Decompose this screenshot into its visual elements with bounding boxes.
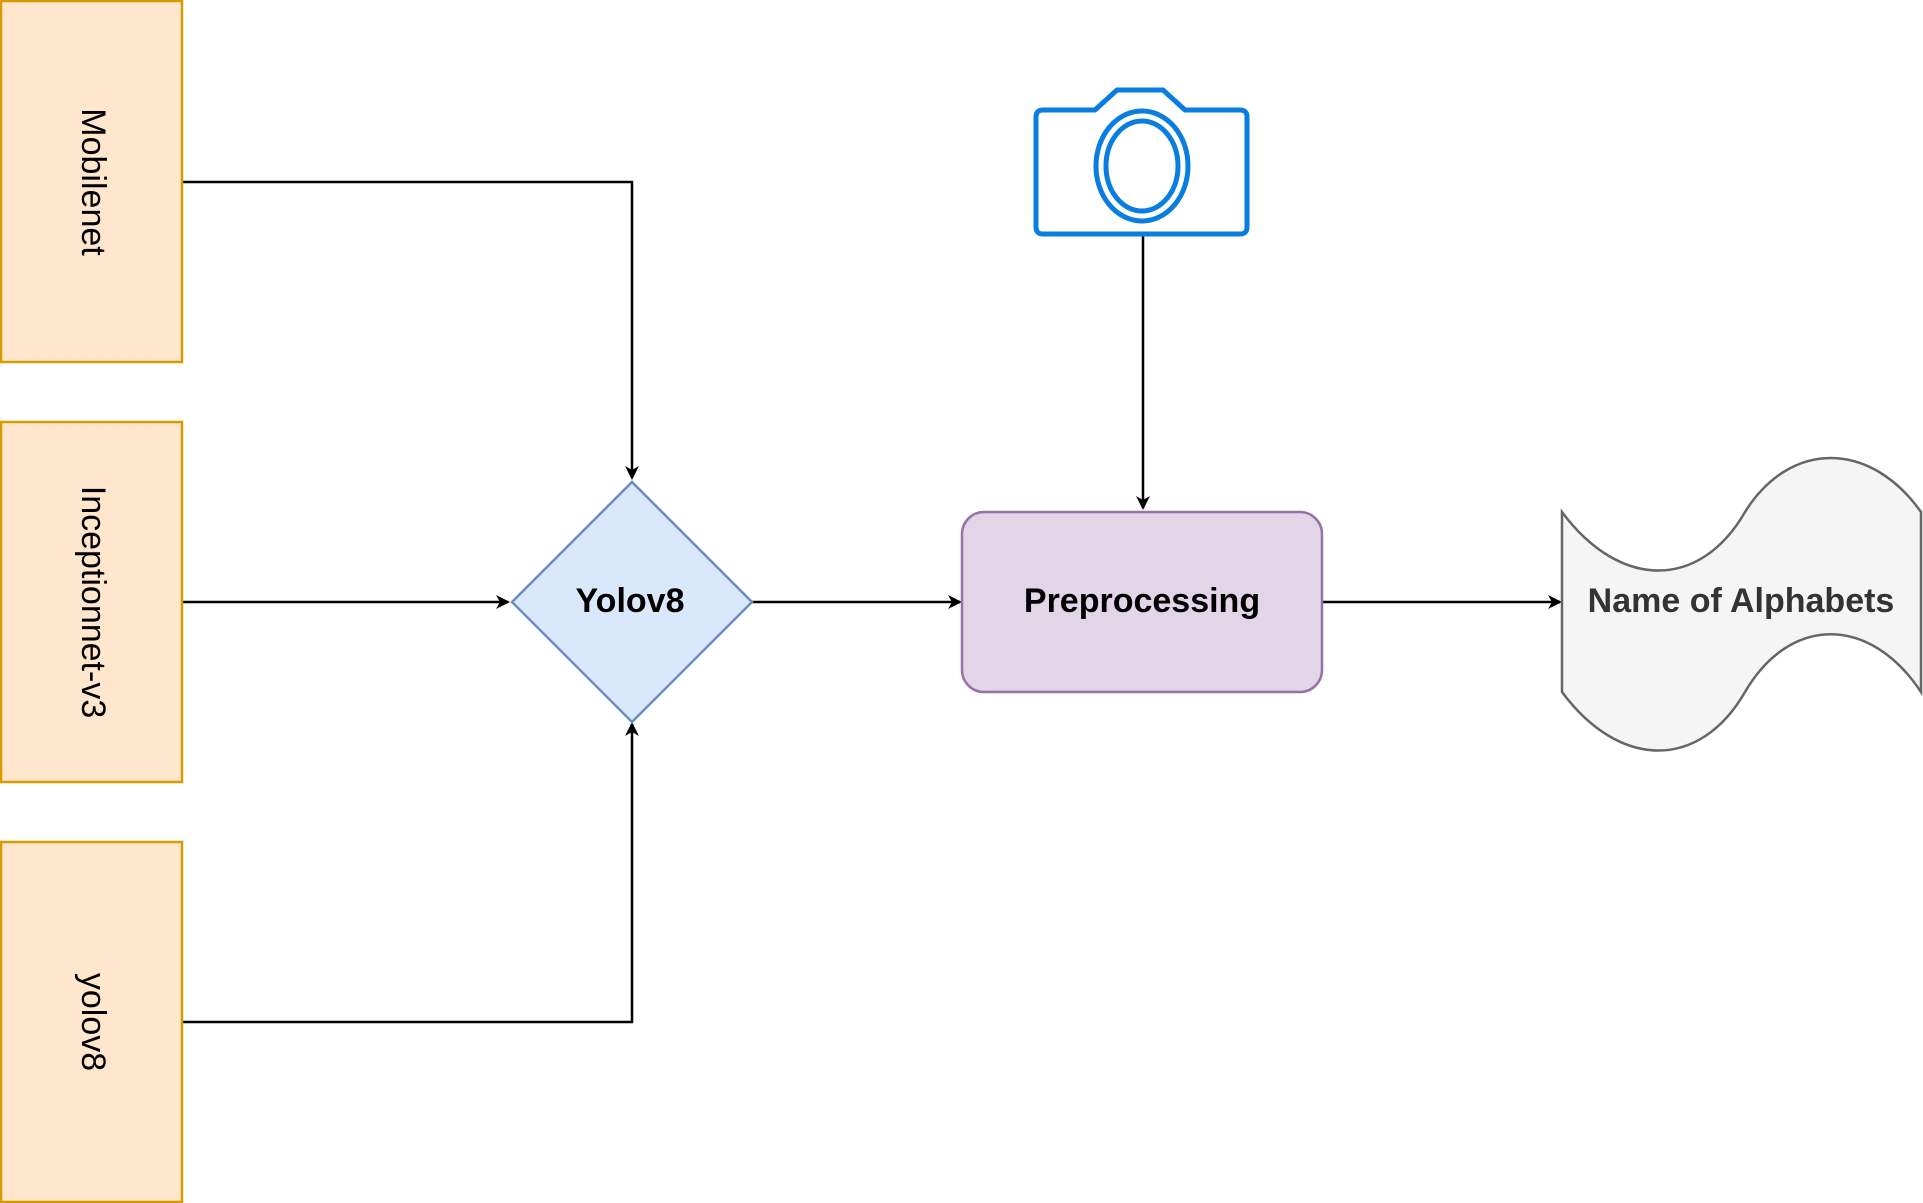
decision-yolov8: Yolov8 — [510, 480, 754, 724]
yolov8-decision-label: Yolov8 — [576, 582, 685, 620]
edges — [182, 180, 1562, 1024]
camera-icon — [1033, 87, 1250, 237]
inception-box — [0, 420, 184, 784]
edge-mobilenet-to-yolov8 — [182, 180, 639, 480]
preprocessing-label: Preprocessing — [1024, 582, 1260, 620]
output-tape-shape — [1560, 456, 1923, 752]
yolov8-diamond — [510, 480, 754, 724]
edge-yolov8-source-to-yolov8 — [182, 722, 639, 1024]
model-box-inception: Inceptionnet-v3 — [0, 420, 184, 784]
output-label: Name of Alphabets — [1588, 582, 1895, 620]
camera-body — [1033, 87, 1250, 237]
yolov8-source-label: yolov8 — [74, 973, 112, 1071]
yolov8-source-box — [0, 840, 184, 1203]
mobilenet-box — [0, 0, 184, 364]
model-box-mobilenet: Mobilenet — [0, 0, 184, 364]
model-box-yolov8: yolov8 — [0, 840, 184, 1203]
camera-lens-inner — [1103, 118, 1181, 214]
mobilenet-label: Mobilenet — [74, 108, 112, 256]
process-preprocessing: Preprocessing — [960, 510, 1324, 694]
camera-lens-outer — [1093, 108, 1191, 224]
preprocessing-box — [960, 510, 1324, 694]
output-name-of-alphabets: Name of Alphabets — [1560, 456, 1923, 752]
inception-label: Inceptionnet-v3 — [74, 486, 112, 719]
